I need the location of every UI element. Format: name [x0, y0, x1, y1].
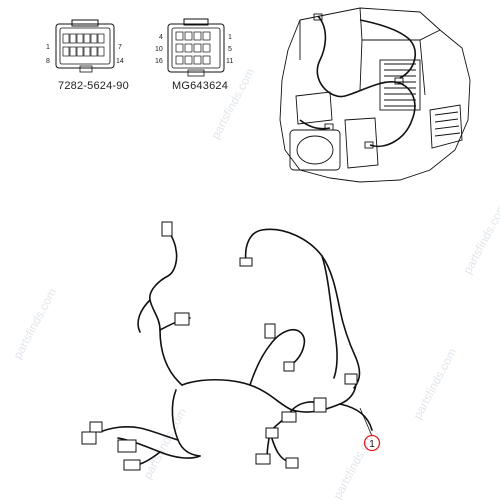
pin-label: 4 — [159, 34, 163, 41]
watermark-text: partsfinds.com — [140, 406, 189, 481]
watermark-text: partsfinds.com — [330, 426, 379, 500]
watermark-text: partsfinds.com — [208, 66, 257, 141]
callout-number: 1 — [369, 439, 375, 450]
pin-label: 1 — [46, 44, 50, 51]
pin-label: 1 — [228, 34, 232, 41]
harness-connector — [174, 312, 190, 326]
harness-connector — [285, 457, 299, 469]
hvac-unit-illustration — [279, 7, 471, 183]
callout-marker: 1 — [359, 407, 381, 452]
harness-connector — [264, 323, 276, 339]
pin-label: 10 — [155, 46, 163, 53]
harness-connector — [239, 257, 253, 267]
watermark-text: partsfinds.com — [410, 346, 459, 421]
harness-connectors — [81, 221, 358, 471]
pin-label: 14 — [116, 58, 124, 65]
harness-connector — [281, 411, 297, 423]
connector-7282-5624-90-face: 1 7 8 14 — [46, 19, 124, 73]
harness-connector — [255, 453, 271, 465]
connector-part-number: 7282-5624-90 — [58, 80, 129, 92]
pin-label: 7 — [118, 44, 122, 51]
pin-label: 16 — [155, 58, 163, 65]
harness-connector — [344, 373, 358, 385]
harness-connector — [123, 459, 141, 471]
harness-connector — [283, 361, 295, 372]
pin-label: 8 — [46, 58, 50, 65]
harness-connector — [313, 397, 327, 413]
connector-part-number: MG643624 — [172, 80, 229, 92]
watermark-text: partsfinds.com — [10, 286, 59, 361]
wiring-harness — [99, 227, 373, 467]
harness-connector — [81, 431, 97, 445]
watermark-text: partsfinds.com — [460, 201, 500, 276]
connector-mg643624-face: 4 10 16 1 5 11 — [155, 18, 233, 77]
harness-connector — [161, 221, 173, 237]
harness-connector — [265, 427, 279, 439]
harness-connector — [89, 421, 103, 433]
pin-label: 5 — [228, 46, 232, 53]
pin-label: 11 — [226, 58, 233, 65]
harness-connector — [117, 439, 137, 453]
